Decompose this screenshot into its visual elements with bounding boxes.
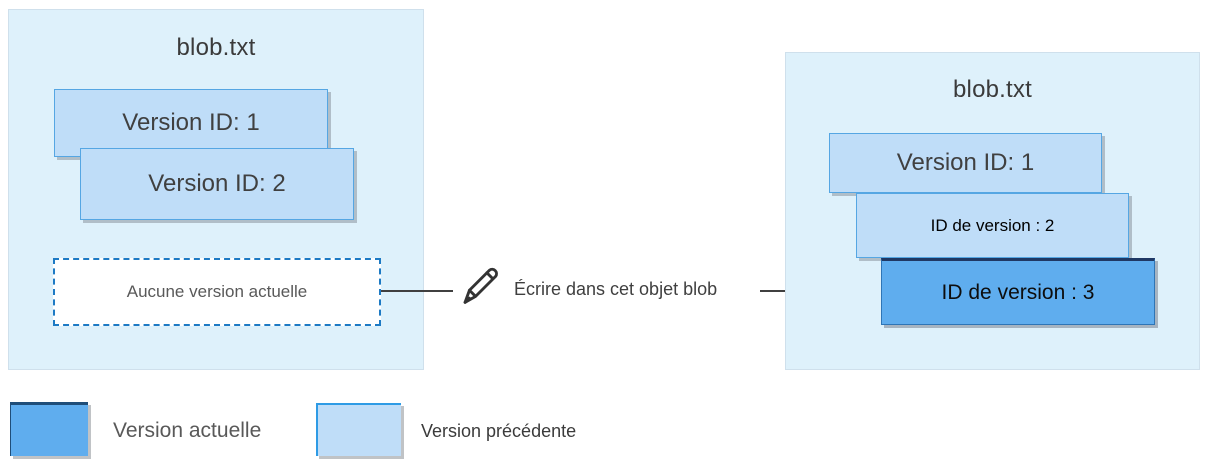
version-card: ID de version : 2 xyxy=(856,193,1129,258)
blob-title: blob.txt xyxy=(176,34,256,61)
blob-title: blob.txt xyxy=(953,76,1032,103)
connector-line xyxy=(381,290,453,292)
version-card: Version ID: 1 xyxy=(54,89,328,157)
legend-swatch-previous-version xyxy=(316,403,401,456)
version-card: Version ID: 1 xyxy=(829,133,1102,193)
pencil-icon xyxy=(457,264,503,310)
legend-swatch-current-version xyxy=(10,402,88,456)
version-card: Version ID: 2 xyxy=(80,148,354,220)
action-label: Écrire dans cet objet blob xyxy=(514,279,718,299)
legend-label-previous-version: Version précédente xyxy=(421,421,577,441)
legend-label-current-version: Version actuelle xyxy=(113,419,262,442)
blob-panel-after: blob.txt Version ID: 1 ID de version : 2… xyxy=(785,52,1200,370)
no-current-version-box: Aucune version actuelle xyxy=(53,258,381,326)
blob-panel-before: blob.txt Version ID: 1 Version ID: 2 Auc… xyxy=(8,9,424,370)
current-version-card: ID de version : 3 xyxy=(881,258,1155,325)
